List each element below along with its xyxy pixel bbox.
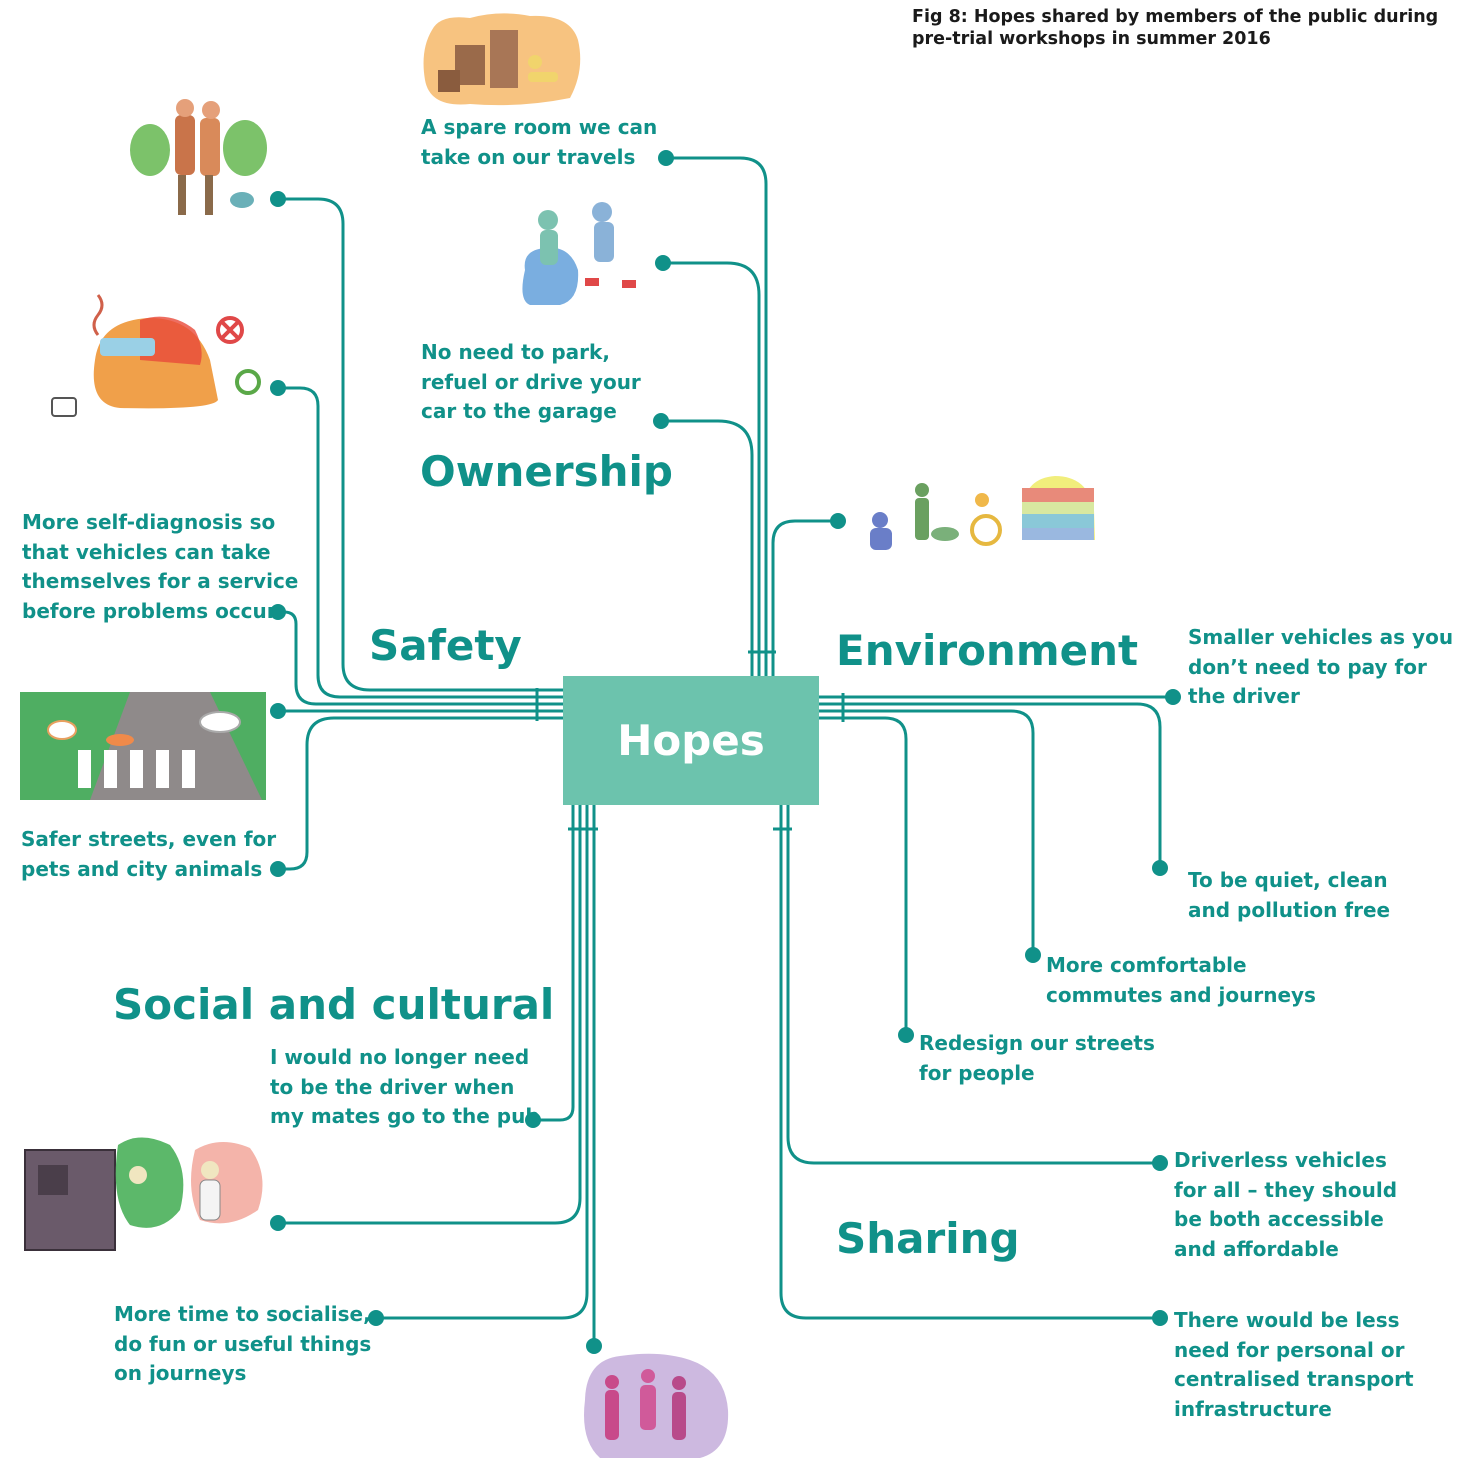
designated-driver-illustration [24, 1137, 263, 1251]
figure-caption: Fig 8: Hopes shared by members of the pu… [912, 7, 1439, 49]
category-environment: Environment [836, 626, 1139, 675]
hope-quiet-clean: To be quiet, clean and pollution free [1188, 868, 1391, 922]
jumping-people-illustration [522, 202, 636, 305]
dot-self-diagnosis [270, 604, 286, 620]
sharing-connectors [773, 805, 1160, 1320]
accessible-people-illustration [870, 476, 1095, 550]
dot-accessible [830, 513, 846, 529]
hope-no-driver: I would no longer need to be the driver … [270, 1045, 540, 1128]
category-ownership: Ownership [420, 447, 673, 496]
dot-safer-streets [270, 861, 286, 877]
broken-car-illustration [51, 294, 261, 417]
safety-connectors [278, 197, 563, 871]
hope-smaller-vehicles: Smaller vehicles as you don’t need to pa… [1188, 625, 1454, 708]
dot-designated-driver [270, 1215, 286, 1231]
couple-walking-illustration [130, 99, 267, 215]
group-friends-illustration [584, 1353, 729, 1458]
dot-redesign [898, 1027, 914, 1043]
hope-redesign: Redesign our streets for people [919, 1031, 1155, 1085]
hope-no-park: No need to park, refuel or drive your ca… [421, 340, 641, 423]
environment-connectors [819, 693, 1173, 1035]
connector-dots [270, 150, 1181, 1354]
hope-spare-room: A spare room we can take on our travels [421, 115, 658, 169]
dot-less-infra [1152, 1310, 1168, 1326]
dot-pets [270, 703, 286, 719]
dot-jumping [655, 255, 671, 271]
hope-less-infra: There would be less need for personal or… [1174, 1308, 1414, 1421]
pets-crossing-illustration [20, 692, 266, 800]
dot-spare-room [658, 150, 674, 166]
dot-comfortable [1025, 947, 1041, 963]
dot-no-driver [525, 1112, 541, 1128]
hope-self-diagnosis: More self-diagnosis so that vehicles can… [22, 510, 299, 623]
dot-driverless-all [1152, 1155, 1168, 1171]
living-room-illustration [423, 13, 581, 106]
dot-smaller-vehicles [1165, 689, 1181, 705]
hope-safer-streets: Safer streets, even for pets and city an… [21, 827, 277, 881]
category-sharing: Sharing [836, 1214, 1020, 1263]
category-social-cultural: Social and cultural [113, 980, 555, 1029]
dot-couple [270, 191, 286, 207]
hope-driverless-all: Driverless vehicles for all – they shoul… [1174, 1148, 1398, 1261]
hub-box: Hopes [563, 676, 819, 805]
dot-quiet-clean [1152, 860, 1168, 876]
hope-socialise: More time to socialise, do fun or useful… [114, 1302, 372, 1385]
ownership-connectors [661, 156, 838, 676]
dot-friends [586, 1338, 602, 1354]
hope-comfortable: More comfortable commutes and journeys [1046, 953, 1316, 1007]
hub-label: Hopes [617, 716, 765, 765]
dot-socialise [368, 1310, 384, 1326]
social-connectors [278, 805, 598, 1346]
category-safety: Safety [369, 621, 522, 670]
dot-broken-car [270, 380, 286, 396]
dot-no-park [653, 413, 669, 429]
